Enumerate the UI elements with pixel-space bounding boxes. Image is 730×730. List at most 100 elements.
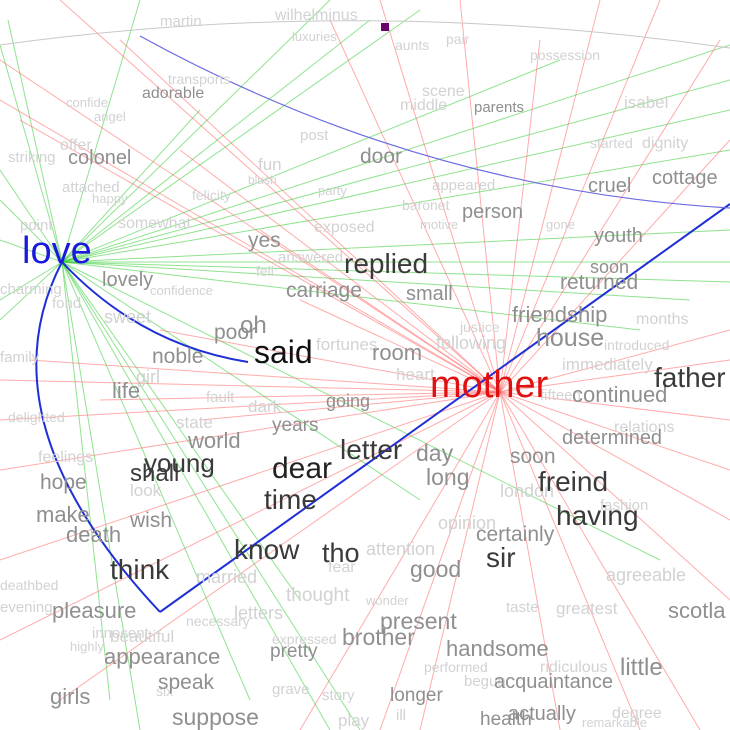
word-label[interactable]: fear bbox=[328, 559, 356, 576]
word-label[interactable]: grave bbox=[272, 681, 310, 698]
word-label[interactable]: thought bbox=[286, 585, 350, 606]
word-label[interactable]: justice bbox=[460, 319, 500, 335]
word-label[interactable]: cruel bbox=[588, 175, 632, 197]
word-label[interactable]: said bbox=[254, 334, 313, 370]
word-label[interactable]: scotla bbox=[668, 598, 726, 623]
word-label[interactable]: soon bbox=[590, 257, 630, 277]
word-label[interactable]: look bbox=[130, 481, 162, 500]
word-label[interactable]: evening bbox=[0, 599, 53, 616]
word-label[interactable]: necessary bbox=[186, 613, 250, 629]
word-label[interactable]: wonder bbox=[366, 593, 409, 608]
word-label[interactable]: going bbox=[326, 391, 371, 411]
word-label[interactable]: scene bbox=[422, 83, 465, 100]
word-label[interactable]: middle bbox=[400, 97, 448, 114]
word-label[interactable]: world bbox=[188, 428, 241, 453]
word-label[interactable]: transports bbox=[168, 71, 231, 87]
word-label[interactable]: wilhelminus bbox=[275, 7, 358, 24]
word-label[interactable]: adorable bbox=[142, 85, 205, 102]
word-label[interactable]: dear bbox=[272, 452, 333, 485]
word-label[interactable]: party bbox=[318, 183, 347, 198]
word-label[interactable]: remarkable bbox=[582, 715, 648, 730]
word-label[interactable]: death bbox=[66, 522, 122, 547]
word-label[interactable]: charming bbox=[0, 281, 62, 298]
word-label[interactable]: life bbox=[112, 378, 141, 403]
word-label[interactable]: point bbox=[20, 217, 53, 234]
word-label[interactable]: isabel bbox=[624, 93, 669, 112]
word-label[interactable]: post bbox=[300, 127, 329, 144]
word-label[interactable]: greatest bbox=[556, 599, 618, 618]
word-label[interactable]: beautiful bbox=[110, 627, 175, 646]
word-label[interactable]: having bbox=[556, 500, 639, 531]
word-label[interactable]: letters bbox=[234, 603, 284, 623]
word-label[interactable]: actually bbox=[508, 703, 576, 725]
word-label[interactable]: good bbox=[410, 556, 462, 582]
word-label[interactable]: striking bbox=[8, 149, 56, 166]
word-label[interactable]: angel bbox=[94, 109, 126, 124]
word-label[interactable]: married bbox=[196, 567, 258, 587]
word-label[interactable]: carriage bbox=[286, 279, 362, 302]
word-label[interactable]: friendship bbox=[512, 302, 608, 327]
word-label[interactable]: story bbox=[322, 687, 355, 704]
word-label[interactable]: little bbox=[620, 654, 663, 681]
word-label[interactable]: cottage bbox=[652, 167, 718, 189]
word-label[interactable]: degree bbox=[612, 705, 662, 722]
word-label[interactable]: highly bbox=[70, 639, 104, 654]
word-label[interactable]: attention bbox=[366, 539, 436, 559]
word-label[interactable]: oh bbox=[240, 312, 267, 339]
word-label[interactable]: house bbox=[536, 324, 605, 352]
word-label[interactable]: suppose bbox=[172, 704, 259, 730]
word-label[interactable]: following bbox=[436, 333, 507, 353]
word-label[interactable]: expressed bbox=[272, 631, 337, 647]
word-label[interactable]: youth bbox=[594, 225, 643, 247]
word-label[interactable]: baronet bbox=[402, 197, 450, 213]
word-label[interactable]: fell bbox=[256, 263, 274, 279]
word-label[interactable]: room bbox=[372, 340, 423, 365]
word-label[interactable]: shall bbox=[130, 460, 180, 487]
word-label[interactable]: fond bbox=[52, 295, 82, 312]
word-label[interactable]: family bbox=[0, 349, 40, 366]
word-label[interactable]: motive bbox=[420, 217, 459, 232]
word-label[interactable]: long bbox=[426, 464, 470, 490]
word-label[interactable]: tho bbox=[322, 538, 360, 568]
word-label[interactable]: speak bbox=[158, 671, 215, 694]
word-label[interactable]: parents bbox=[474, 99, 525, 116]
word-label[interactable]: immediately bbox=[562, 355, 653, 374]
word-label[interactable]: taste bbox=[506, 599, 539, 616]
word-label[interactable]: feelings bbox=[38, 449, 94, 466]
word-label[interactable]: agreeable bbox=[606, 565, 687, 585]
word-label[interactable]: six bbox=[156, 683, 174, 699]
word-label[interactable]: certainly bbox=[476, 523, 555, 546]
word-label[interactable]: possession bbox=[530, 47, 601, 63]
word-label[interactable]: dignity bbox=[642, 135, 689, 152]
word-label[interactable]: ill bbox=[396, 707, 406, 724]
word-label[interactable]: somewhat bbox=[118, 215, 191, 232]
word-label[interactable]: begun bbox=[464, 673, 506, 690]
word-label[interactable]: opinion bbox=[438, 513, 497, 533]
word-label[interactable]: exposed bbox=[314, 219, 375, 236]
word-label[interactable]: luxuries bbox=[292, 29, 337, 44]
word-label[interactable]: brother bbox=[342, 624, 415, 650]
word-label[interactable]: pair bbox=[446, 31, 470, 47]
word-label[interactable]: fun bbox=[258, 155, 282, 174]
word-label[interactable]: deathbed bbox=[0, 577, 59, 593]
word-label[interactable]: girls bbox=[50, 684, 91, 709]
word-label[interactable]: letter bbox=[340, 434, 403, 465]
word-label[interactable]: happy bbox=[92, 191, 128, 206]
word-label[interactable]: delighted bbox=[8, 409, 65, 425]
word-label[interactable]: yes bbox=[248, 229, 281, 252]
word-label[interactable]: person bbox=[462, 201, 524, 223]
word-label[interactable]: present bbox=[380, 608, 457, 634]
word-label[interactable]: state bbox=[176, 413, 213, 432]
word-label[interactable]: door bbox=[360, 145, 403, 168]
word-label[interactable]: continued bbox=[572, 382, 668, 407]
word-label[interactable]: longer bbox=[390, 685, 443, 706]
word-label[interactable]: answered bbox=[278, 249, 344, 266]
word-label[interactable]: day bbox=[416, 440, 454, 466]
word-label[interactable]: performed bbox=[424, 659, 488, 675]
word-label[interactable]: know bbox=[234, 534, 300, 565]
word-label[interactable]: offer bbox=[60, 137, 92, 154]
word-label[interactable]: determined bbox=[562, 427, 663, 449]
word-label[interactable]: fault bbox=[206, 389, 235, 406]
node-marker[interactable] bbox=[381, 23, 389, 31]
word-label[interactable]: confidence bbox=[150, 283, 213, 298]
